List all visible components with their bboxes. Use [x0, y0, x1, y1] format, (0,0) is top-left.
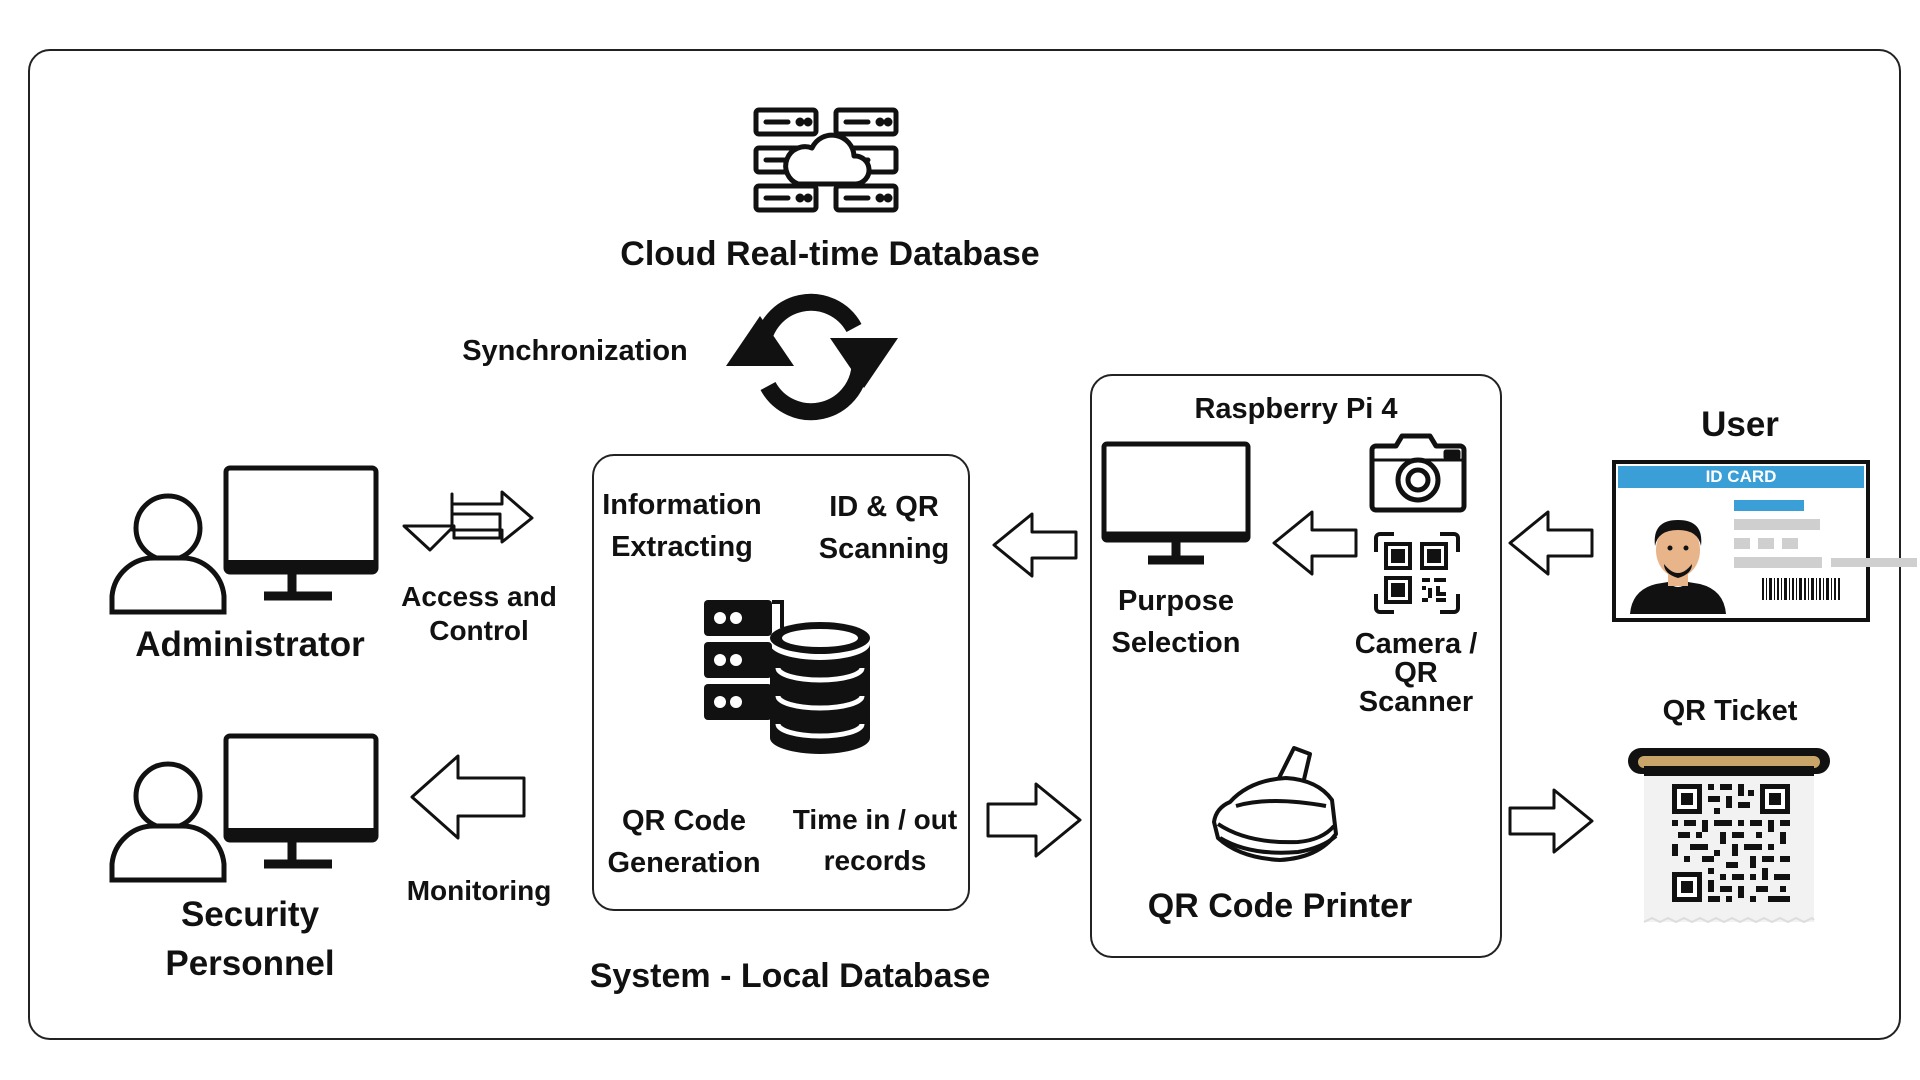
camera-scanner-label: Camera / QR Scanner — [1354, 628, 1478, 718]
time-records-label: Time in / out records — [792, 804, 958, 876]
sync-label: Synchronization — [462, 335, 688, 367]
arrow-right-to-rpi-icon — [984, 780, 1084, 860]
qr-printer-label: QR Code Printer — [1147, 887, 1413, 925]
user-label: User — [1701, 405, 1779, 444]
arrow-left-purpose-icon — [1270, 508, 1360, 578]
id-card-photo — [1628, 508, 1728, 614]
printer-icon — [1210, 742, 1340, 866]
qr-scanner-icon — [1372, 530, 1462, 616]
purpose-selection-label: Purpose Selection — [1111, 585, 1241, 660]
diagram-frame — [28, 49, 1901, 1040]
monitoring-label: Monitoring — [406, 875, 552, 906]
id-card: ID CARD — [1612, 460, 1870, 622]
qr-ticket-label: QR Ticket — [1662, 695, 1798, 727]
qr-ticket-icon — [1626, 744, 1832, 924]
arrow-right-ticket-icon — [1506, 786, 1596, 856]
id-card-name-bar — [1734, 500, 1804, 511]
raspberry-pi-title: Raspberry Pi 4 — [1194, 393, 1398, 425]
qr-generation-label: QR Code Generation — [607, 805, 761, 880]
id-card-field-1 — [1734, 519, 1820, 530]
arrow-left-to-db-icon — [990, 510, 1080, 580]
arrow-left-user-icon — [1506, 508, 1596, 578]
id-qr-scanning-label: ID & QR Scanning — [818, 491, 950, 566]
local-database-caption: System - Local Database — [589, 957, 991, 995]
admin-user-computer-icon — [106, 464, 384, 616]
id-card-field-3 — [1734, 557, 1822, 568]
sync-icon — [718, 282, 904, 430]
id-card-header — [1618, 466, 1864, 488]
administrator-label: Administrator — [135, 625, 365, 664]
access-control-label: Access and Control — [401, 581, 557, 647]
cloud-db-title: Cloud Real-time Database — [620, 235, 1040, 273]
info-extracting-label: Information Extracting — [602, 489, 762, 564]
bidirectional-arrow-icon — [400, 490, 536, 570]
monitor-icon — [1100, 440, 1252, 568]
camera-icon — [1368, 430, 1468, 514]
security-user-computer-icon — [106, 732, 384, 884]
cloud-server-icon — [752, 106, 900, 214]
id-card-field-2 — [1734, 538, 1750, 549]
monitoring-arrow-icon — [408, 752, 528, 842]
id-card-title: ID CARD — [1705, 467, 1777, 486]
security-personnel-label: Security Personnel — [165, 895, 335, 983]
id-card-barcode — [1762, 578, 1842, 600]
database-server-icon — [702, 598, 874, 758]
